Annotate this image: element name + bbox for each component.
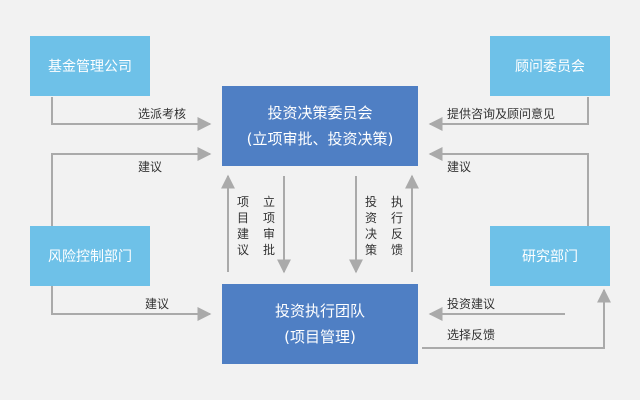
edge-label-decision: 投资决策	[364, 195, 377, 257]
research-dept-box: 研究部门	[490, 226, 610, 286]
execution-team-box: 投资执行团队 (项目管理)	[222, 284, 418, 364]
execution-team-subtitle: (项目管理)	[284, 328, 356, 346]
edge-research-to-decision	[428, 147, 589, 228]
edge-execution-to-research	[422, 288, 611, 349]
execution-team-title: 投资执行团队	[274, 302, 365, 320]
fund-company-label: 基金管理公司	[48, 59, 132, 75]
decision-committee-subtitle: (立项审批、投资决策)	[246, 130, 394, 148]
advisory-committee-label: 顾问委员会	[515, 59, 585, 75]
edge-label-exec-feedback: 执行反馈	[390, 195, 403, 257]
edge-label-invest-suggest: 投资建议	[447, 297, 496, 311]
advisory-committee-box: 顾问委员会	[490, 36, 610, 96]
fund-company-box: 基金管理公司	[30, 36, 150, 96]
decision-committee-title: 投资决策委员会	[267, 104, 373, 122]
edge-label-advice: 提供咨询及顾问意见	[447, 107, 556, 121]
risk-control-box: 风险控制部门	[30, 226, 150, 286]
edge-label-project-suggest: 项目建议	[236, 195, 249, 257]
edge-label-select-assess: 选派考核	[138, 107, 187, 121]
edge-fund-to-decision	[51, 97, 212, 131]
decision-committee-box: 投资决策委员会 (立项审批、投资决策)	[222, 86, 418, 166]
edge-risk-to-decision	[51, 147, 212, 228]
edge-label-research-suggest-top: 建议	[447, 160, 472, 174]
edge-risk-to-execution	[51, 286, 212, 321]
edge-label-risk-suggest-top: 建议	[138, 160, 163, 174]
risk-control-label: 风险控制部门	[48, 249, 132, 265]
edge-label-approve: 立项审批	[262, 195, 275, 257]
edge-advisory-to-decision	[428, 97, 589, 131]
research-dept-label: 研究部门	[522, 249, 578, 265]
edge-label-risk-suggest-bottom: 建议	[145, 297, 170, 311]
edge-label-select-feedback: 选择反馈	[447, 328, 496, 342]
